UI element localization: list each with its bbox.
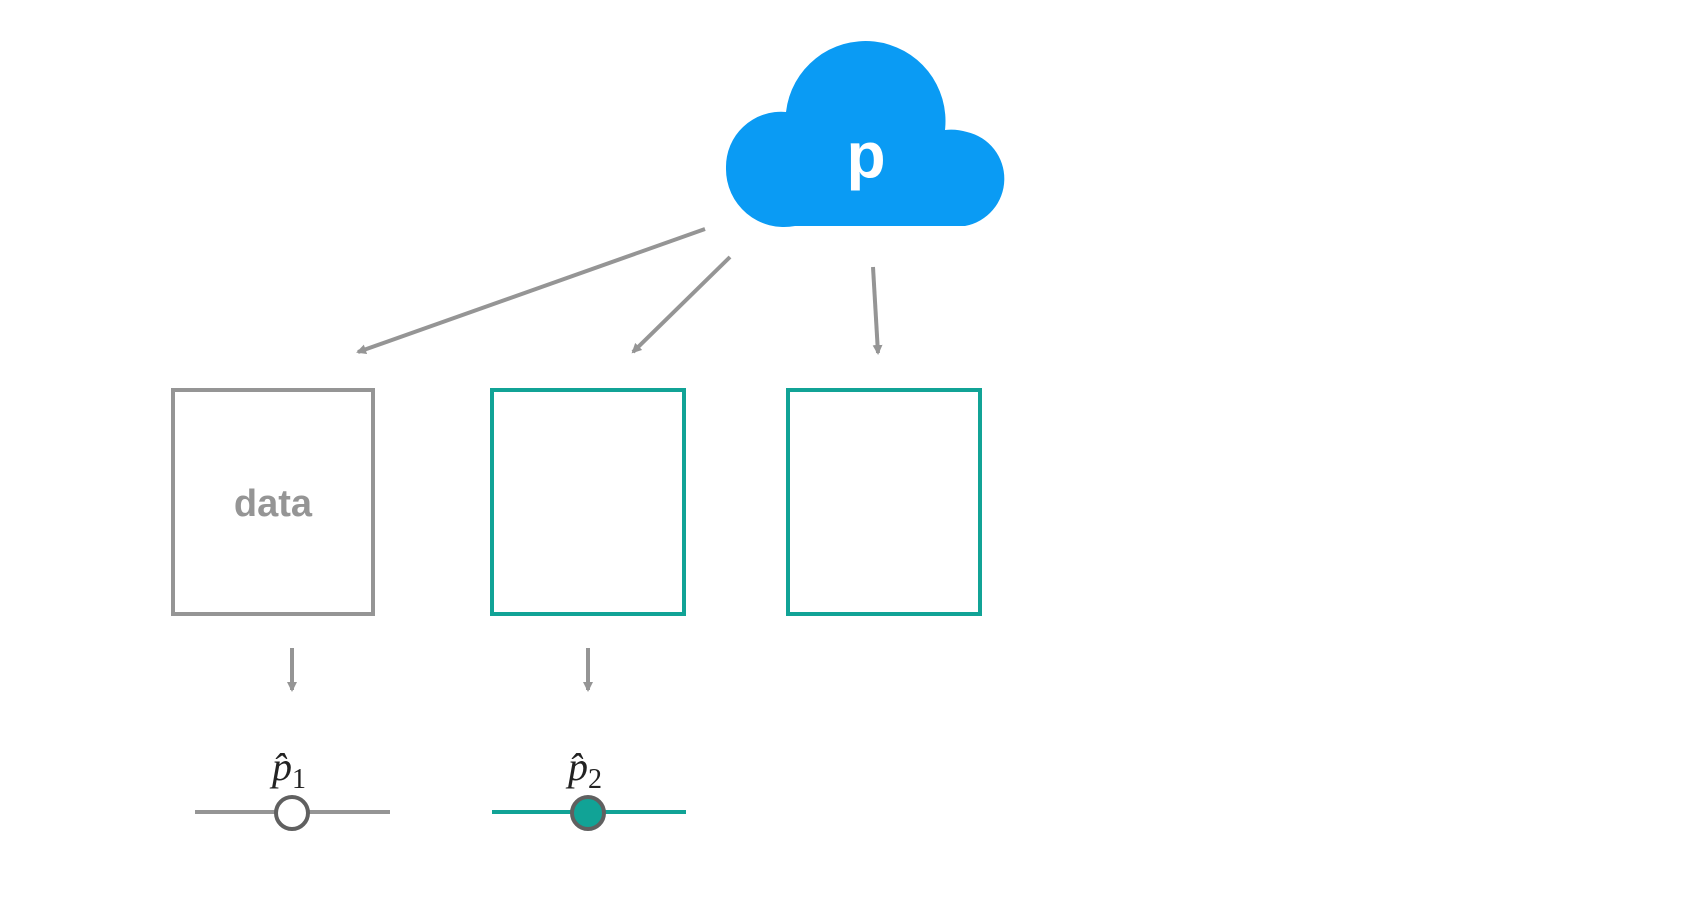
cloud-icon: p xyxy=(725,41,1005,228)
data-box-3 xyxy=(786,388,982,616)
estimate-2: p̂2 xyxy=(492,744,686,831)
estimate-2-label: p̂2 xyxy=(565,744,602,795)
arrow-to-box-3 xyxy=(871,266,883,355)
estimate-2-marker xyxy=(570,795,606,831)
arrow-to-box-1 xyxy=(356,227,706,355)
data-box-1 xyxy=(171,388,375,616)
data-box-2 xyxy=(490,388,686,616)
estimate-1: p̂1 xyxy=(195,744,390,831)
data-box-label: data xyxy=(234,483,313,525)
arrow-to-box-2 xyxy=(631,255,732,354)
estimate-1-marker xyxy=(274,795,310,831)
cloud-label: p xyxy=(846,119,885,191)
estimate-1-label: p̂1 xyxy=(269,744,306,795)
